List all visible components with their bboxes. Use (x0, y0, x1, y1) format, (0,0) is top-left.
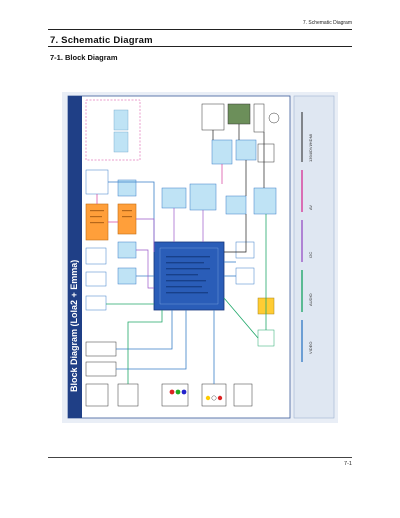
legend-group: 1394/DVI/HDMI AV I2C AUDIO VIDEO (301, 112, 313, 362)
legend-i2c-label: I2C (308, 252, 313, 258)
audio-lines (106, 214, 267, 384)
block-demod (85, 247, 107, 265)
diagram-title: Block Diagram (Lola2 + Emma) (69, 260, 79, 392)
section-title: 7-1. Block Diagram (50, 53, 118, 62)
block-dvi-in (233, 383, 253, 407)
speaker-icon (268, 112, 280, 124)
legend-av-label: AV (308, 205, 313, 210)
block-speaker-l (253, 103, 265, 133)
block-small-top-a (113, 109, 129, 131)
connector-green (175, 389, 181, 395)
running-header: 7. Schematic Diagram (302, 20, 352, 26)
block-hdmi-rx (235, 241, 255, 259)
legend-video-label: VIDEO (308, 342, 313, 354)
block-component (85, 361, 117, 377)
connector-blue (181, 389, 187, 395)
block-main-chip (153, 241, 225, 311)
legend-audio-label: AUDIO (308, 293, 313, 306)
block-lola (189, 183, 217, 211)
main-chip-inner (159, 247, 219, 305)
block-display-label (201, 103, 225, 131)
tuner-text-hints (90, 210, 132, 224)
block-flash (117, 267, 137, 285)
block-mux (85, 271, 107, 287)
connector-yellow (205, 395, 211, 401)
connector-red (169, 389, 175, 395)
bus-lines (212, 124, 265, 253)
dashed-region (85, 99, 141, 161)
footer-rule (48, 457, 352, 458)
block-hp (257, 143, 275, 163)
block-component-in (161, 383, 189, 407)
header-rule (48, 29, 352, 30)
legend-panel (293, 95, 335, 419)
main-chip-text-hints (166, 256, 210, 294)
block-scaler (211, 139, 233, 165)
block-diagram-svg: Block Diagram (Lola2 + Emma) 1394/DVI/HD… (62, 92, 338, 423)
connector-red-2 (217, 395, 223, 401)
block-hdmi-in (201, 383, 227, 407)
block-side-av (117, 383, 139, 407)
block-ddr (117, 179, 137, 197)
title-rule (48, 46, 352, 47)
diagram-title-band (68, 96, 82, 418)
block-micom (117, 203, 137, 235)
av-lines (96, 164, 223, 223)
block-sound (225, 195, 247, 215)
block-panel-image (227, 103, 251, 125)
block-pc-in (85, 383, 109, 407)
video-lines (108, 181, 236, 384)
i2c-lines (136, 208, 204, 289)
block-eeprom (117, 241, 137, 259)
block-emma (161, 187, 187, 209)
block-dvi (235, 267, 255, 285)
block-rear-av (85, 341, 117, 357)
page-number: 7-1 (344, 461, 352, 467)
legend-bus-label: 1394/DVI/HDMI (308, 134, 313, 162)
block-tuner-input (85, 169, 109, 195)
connector-white (211, 395, 217, 401)
block-cvbs (85, 295, 107, 311)
block-lvds (235, 139, 257, 161)
chapter-title: 7. Schematic Diagram (50, 35, 153, 46)
block-diagram-figure: Block Diagram (Lola2 + Emma) 1394/DVI/HD… (62, 92, 338, 423)
block-audio-sw (257, 329, 275, 347)
block-amp (253, 187, 277, 215)
block-small-top-b (113, 131, 129, 153)
